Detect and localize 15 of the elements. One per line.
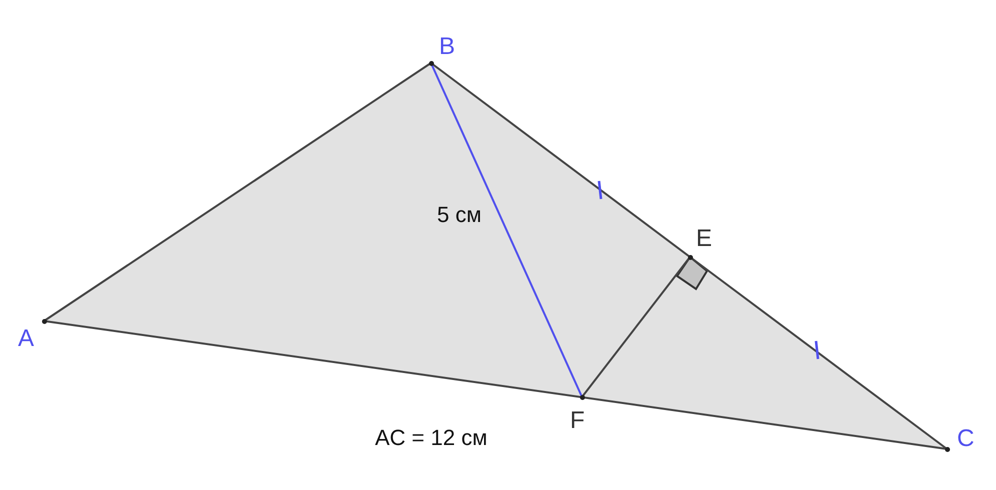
point-marker (580, 394, 584, 400)
point-label: C (957, 427, 974, 451)
point-marker (688, 254, 692, 260)
line-segment (689, 256, 948, 450)
point-marker (42, 318, 46, 324)
point-label: B (439, 35, 456, 59)
point-label: A (18, 327, 34, 351)
point-marker (428, 60, 434, 66)
point-label: F (570, 409, 585, 433)
point-marker (944, 446, 950, 452)
line-segment (430, 62, 583, 398)
line-segment (581, 256, 691, 398)
line-segment (43, 62, 432, 322)
measurement-label: AC = 12 см (375, 426, 488, 450)
point-label: E (696, 227, 712, 251)
